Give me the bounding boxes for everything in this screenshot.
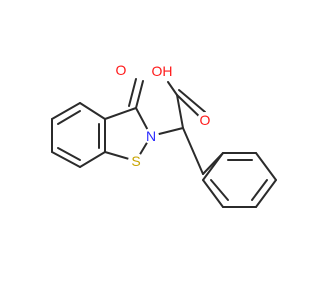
bond <box>128 78 137 107</box>
chemical-structure-diagram: O OH O N S <box>51 62 277 208</box>
atom-label-n: N <box>143 128 159 144</box>
hydroxyl-label: OH <box>152 63 173 79</box>
bond <box>176 94 184 129</box>
oxygen-label: O <box>116 62 127 78</box>
bond-inner <box>57 110 81 125</box>
atom-label-oh: OH <box>147 62 177 80</box>
bond <box>135 80 144 109</box>
bond-inner <box>210 179 229 201</box>
side-chain <box>150 94 224 175</box>
bond <box>167 81 178 96</box>
bond <box>51 151 81 168</box>
bond <box>104 107 137 120</box>
bond <box>255 179 277 208</box>
sulfur-label: S <box>131 153 140 169</box>
benzisothiazole-benzene-ring <box>51 102 106 168</box>
bond <box>79 102 106 120</box>
nitrogen-label: N <box>146 128 156 144</box>
bond <box>51 102 81 120</box>
atom-label-o-carbonyl: O <box>113 62 129 78</box>
bond <box>202 179 224 208</box>
bond-inner <box>57 147 81 161</box>
bond <box>178 89 206 113</box>
bond <box>182 127 204 175</box>
atom-label-s: S <box>128 153 144 169</box>
bond <box>79 151 106 168</box>
bond <box>255 152 277 181</box>
carbonyl-group <box>128 78 144 109</box>
atom-label-o-acid: O <box>197 112 213 128</box>
bond <box>202 152 224 181</box>
phenyl-ring <box>202 152 277 208</box>
oxygen-label: O <box>200 112 211 128</box>
bond-inner <box>251 179 268 201</box>
